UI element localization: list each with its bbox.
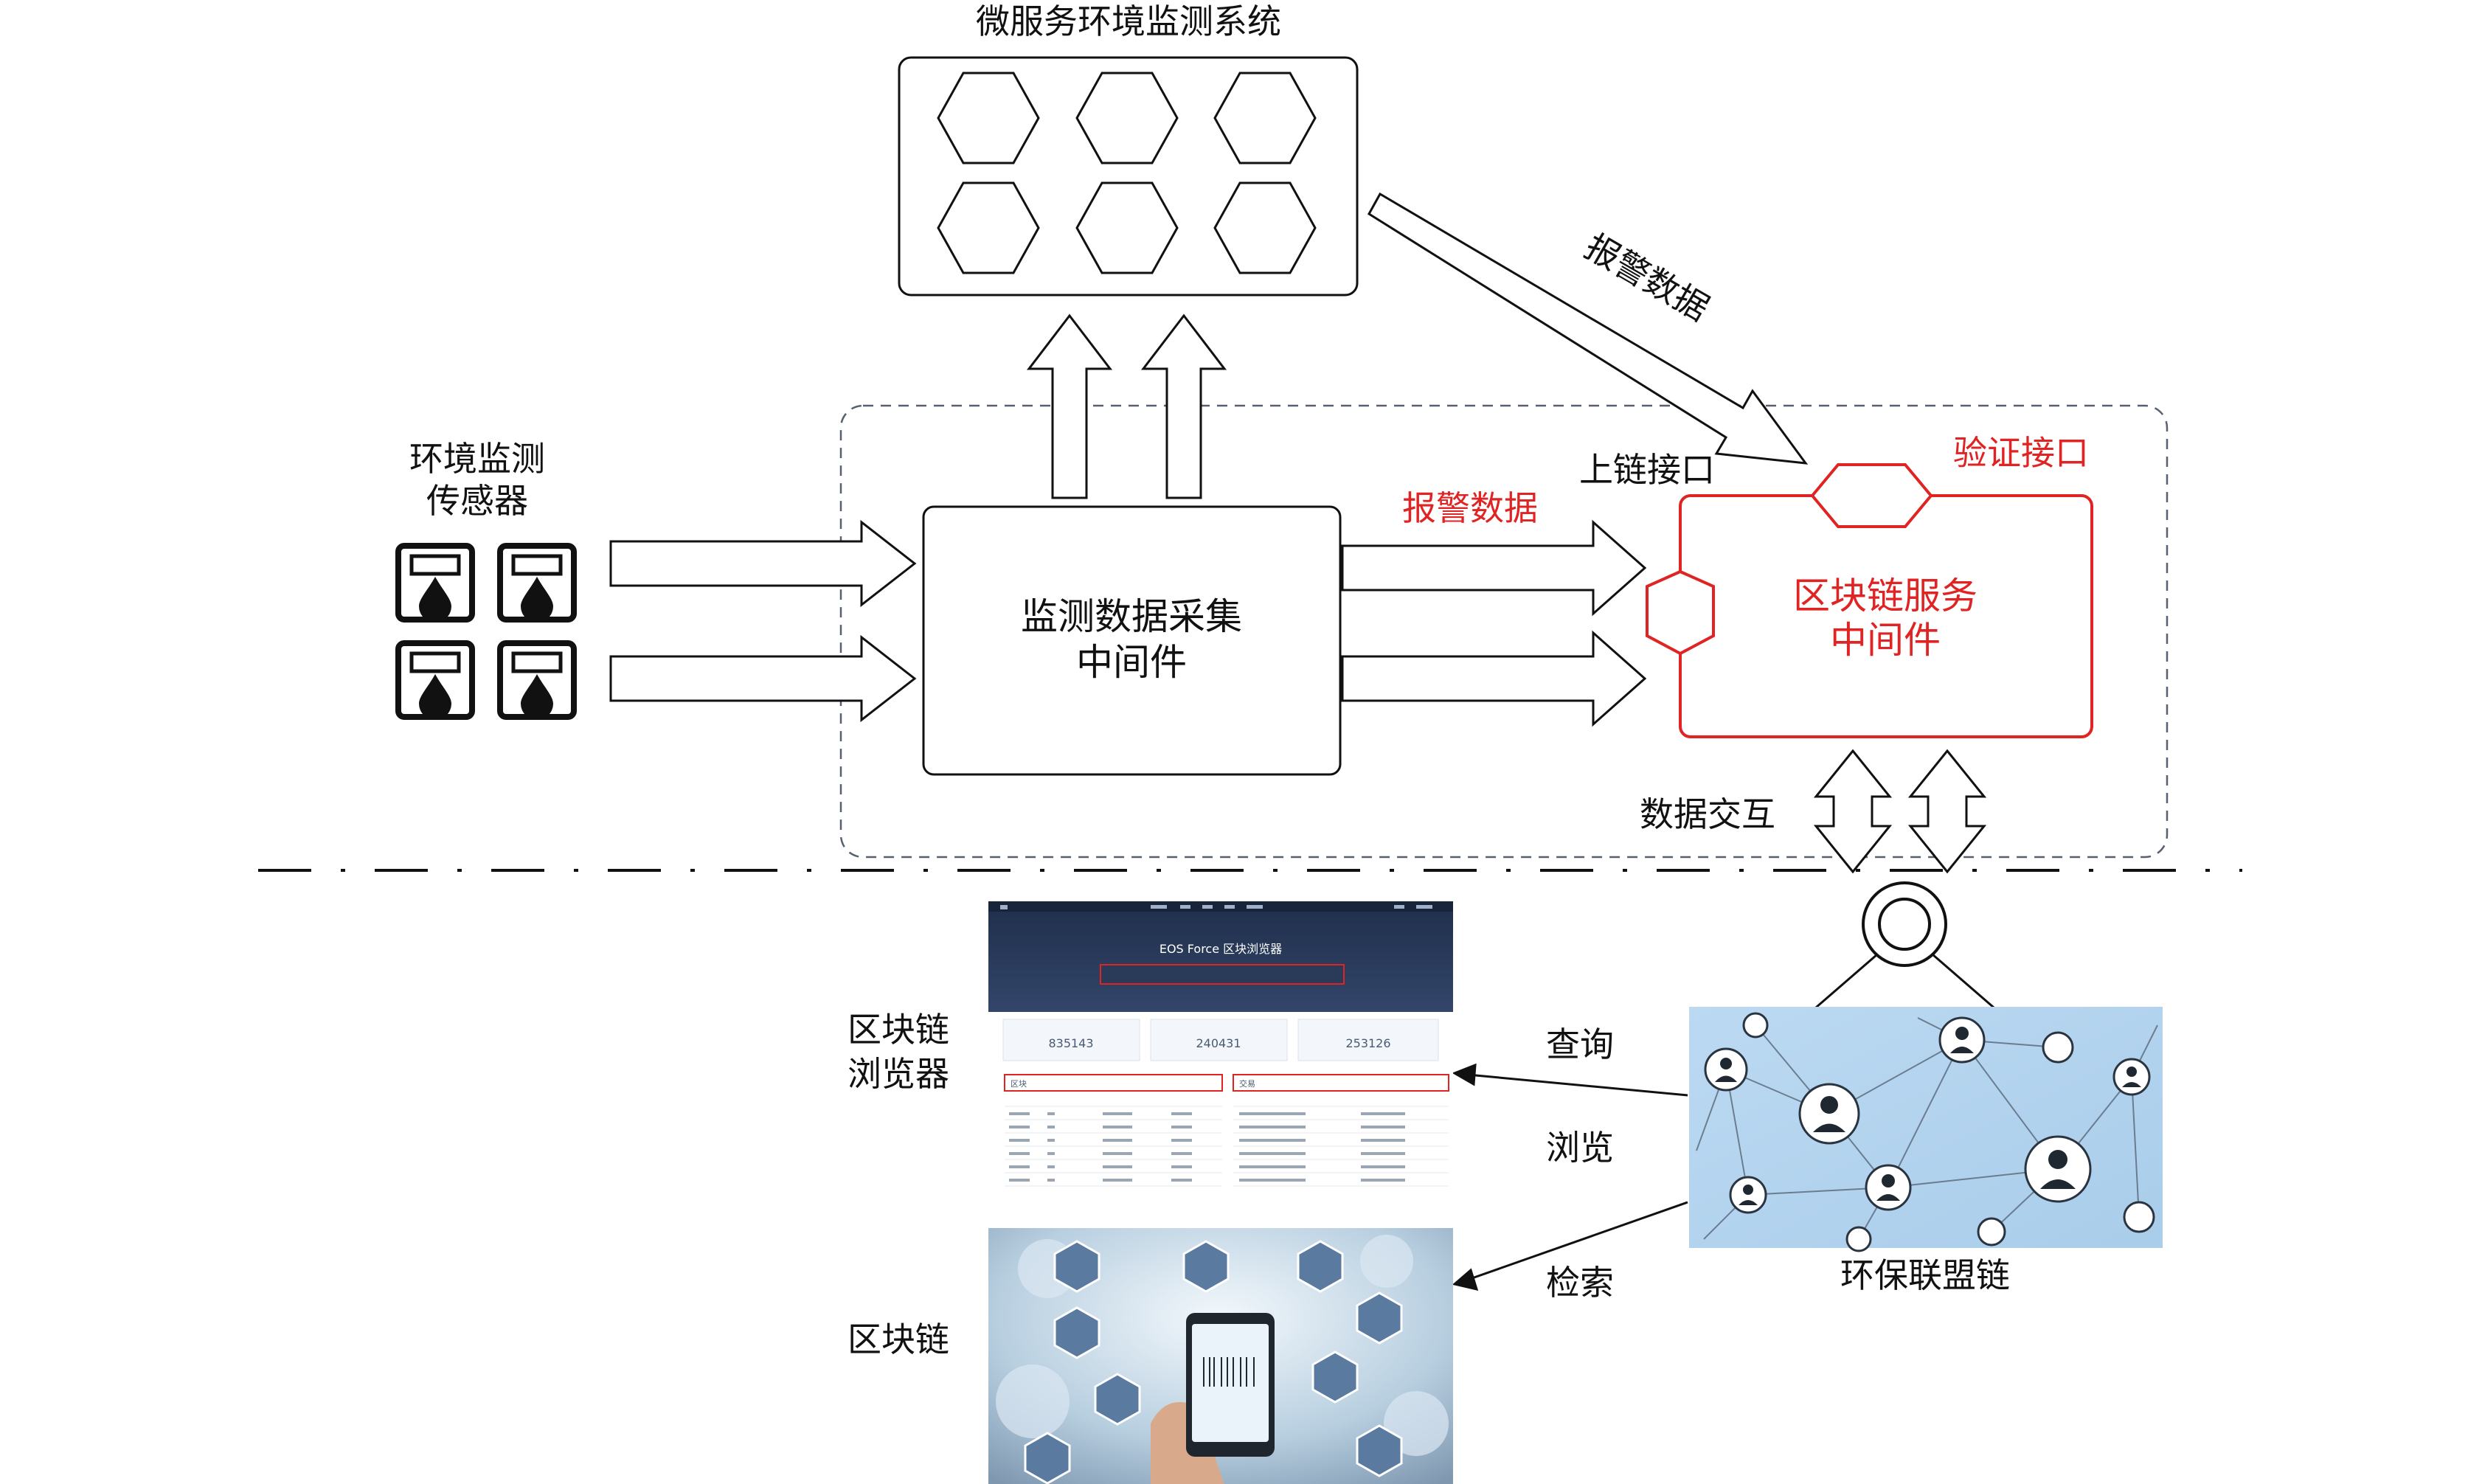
- alliance-chain-label: 环保联盟链: [1840, 1255, 2010, 1295]
- sensor-icon: [395, 543, 475, 623]
- explorer-panel-left-title: 区块: [1011, 1079, 1027, 1089]
- microservice-system: 微服务环境监测系统: [898, 1, 1359, 297]
- service-hexagon: [937, 181, 1040, 274]
- blockchain-image-label: 区块链: [847, 1320, 949, 1359]
- upload-arrows: [1026, 313, 1227, 499]
- user-node: [1742, 1012, 1769, 1039]
- collector-box: [922, 505, 1342, 776]
- alarm-data-diagonal-label: 报警数据: [1578, 226, 1716, 329]
- user-icons: [1715, 1027, 2141, 1205]
- arrowhead: [1452, 1063, 1477, 1086]
- explorer-table-rows: [1005, 1106, 1449, 1187]
- service-hexagon: [1213, 72, 1317, 164]
- user-node: [1845, 1226, 1872, 1252]
- right-arrow: [609, 519, 917, 608]
- query-label: 查询: [1546, 1024, 1614, 1064]
- chain-node-connector: [1810, 881, 2000, 1013]
- data-interaction-arrows: [1813, 749, 1987, 874]
- blockchain-service-label-line1: 区块链服务: [1793, 575, 1977, 617]
- uplink-interface-hexagon: [1646, 569, 1715, 656]
- blockchain-image: 区块链: [847, 1228, 1453, 1484]
- explorer-panel-left-header: [1004, 1074, 1223, 1092]
- alliance-chain-image: 环保联盟链: [1689, 1007, 2163, 1295]
- explorer-header: [988, 901, 1453, 1012]
- explorer-panel-right-header: [1233, 1074, 1449, 1092]
- right-arrow: [1341, 519, 1647, 617]
- explorer-stat-1: 835143: [1048, 1036, 1093, 1050]
- photo-hex-icons: [1024, 1240, 1403, 1484]
- user-node: [1977, 1217, 2006, 1247]
- sensors-label-line1: 环境监测: [409, 439, 545, 479]
- search-label: 检索: [1546, 1263, 1614, 1303]
- uplink-interface-label: 上链接口: [1579, 450, 1715, 490]
- sensor-icon: [395, 640, 475, 720]
- browse-label: 浏览: [1546, 1128, 1614, 1168]
- query-browse-line: [1467, 1073, 1688, 1097]
- explorer-stat-2: 240431: [1196, 1036, 1241, 1050]
- explorer-screenshot: EOS Force 区块浏览器 835143 240431 253126 区块 …: [988, 901, 1453, 1196]
- explorer-nav: [1000, 905, 1432, 909]
- search-line: [1467, 1201, 1688, 1281]
- alarm-data-red-label: 报警数据: [1402, 488, 1538, 528]
- collector-label-line2: 中间件: [1076, 641, 1187, 684]
- blockchain-service-label-line2: 中间件: [1830, 619, 1941, 662]
- microservice-system-title: 微服务环境监测系统: [976, 1, 1281, 41]
- barcode: [1203, 1357, 1255, 1387]
- service-hexagon: [937, 72, 1040, 164]
- verify-interface-label: 验证接口: [1953, 433, 2089, 473]
- verify-interface-hexagon: [1810, 463, 1933, 528]
- query-arrows: [1452, 1063, 1688, 1291]
- explorer-stat-3: 253126: [1345, 1036, 1390, 1050]
- user-node: [2042, 1031, 2074, 1064]
- up-arrow: [1140, 313, 1227, 499]
- service-hexagon: [1075, 72, 1179, 164]
- blockchain-service-middleware: 区块链服务 中间件: [1646, 463, 2093, 738]
- sensors: 环境监测 传感器: [395, 439, 577, 720]
- blockchain-explorer: 区块链 浏览器 EOS Force 区块浏览器 835143 240431 25…: [847, 901, 1453, 1196]
- explorer-panel-right-title: 交易: [1239, 1078, 1255, 1089]
- sensor-icon: [497, 640, 577, 720]
- up-arrow: [1026, 313, 1113, 499]
- right-arrow: [609, 634, 917, 723]
- sensor-to-collector-arrows: [609, 519, 917, 723]
- arrowhead: [1452, 1268, 1479, 1291]
- phone: [1151, 1313, 1275, 1484]
- double-arrow: [1907, 749, 1987, 874]
- explorer-table-cells: [1009, 1112, 1405, 1182]
- collector-middleware: 监测数据采集 中间件: [922, 505, 1342, 776]
- explorer-search-box: [1100, 964, 1345, 985]
- data-interaction-label: 数据交互: [1640, 794, 1775, 834]
- middleware-region: [839, 404, 2169, 859]
- collector-label-line1: 监测数据采集: [1021, 595, 1242, 638]
- sensors-label-line2: 传感器: [426, 481, 528, 521]
- alarm-diagonal-arrow: 报警数据: [1367, 192, 1809, 465]
- explorer-label-line1: 区块链: [847, 1010, 949, 1050]
- right-arrow: [1341, 630, 1647, 727]
- double-arrow: [1813, 749, 1893, 874]
- explorer-label-line2: 浏览器: [847, 1054, 949, 1094]
- microservice-hexagons: [937, 72, 1317, 274]
- collector-to-blockchain-arrows: [1341, 519, 1647, 727]
- service-hexagon: [1075, 181, 1179, 274]
- service-hexagon: [1213, 181, 1317, 274]
- microservice-box: [898, 56, 1359, 297]
- sensor-icon: [497, 543, 577, 623]
- diagonal-arrow: [1367, 192, 1809, 465]
- user-node: [2123, 1201, 2155, 1233]
- explorer-header-title: EOS Force 区块浏览器: [1160, 942, 1282, 956]
